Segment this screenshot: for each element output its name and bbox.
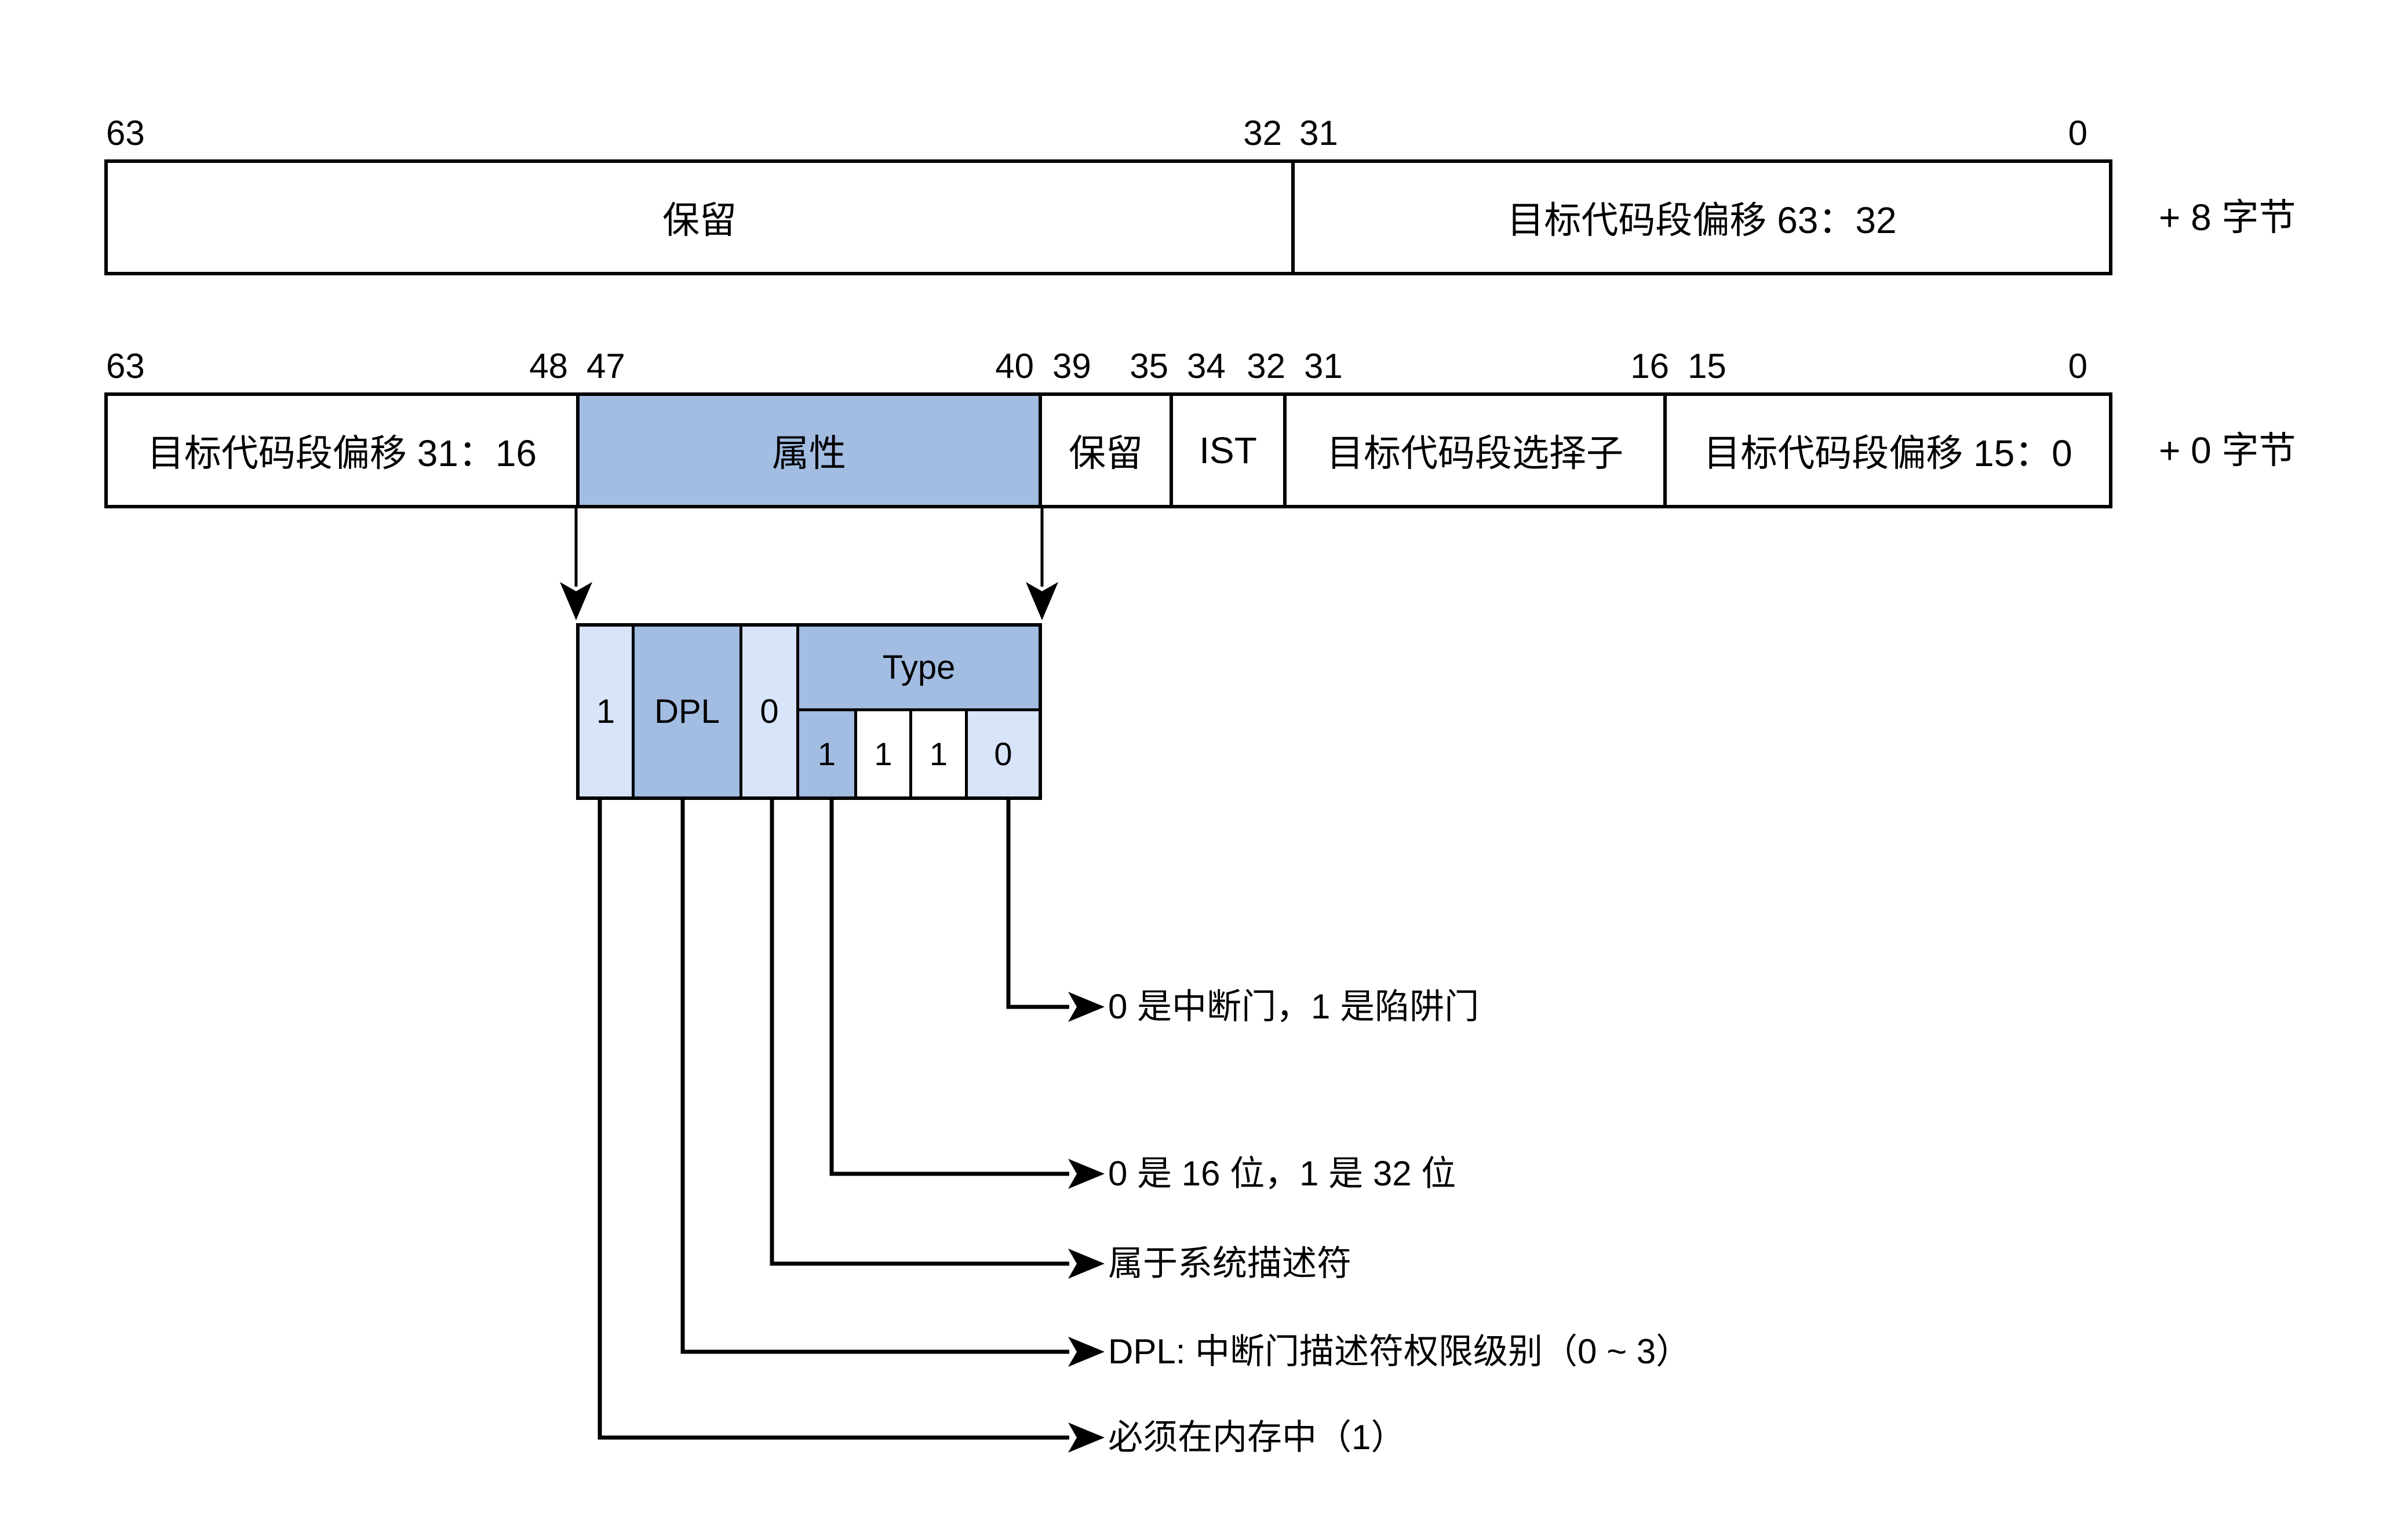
type-bit-2: 1: [854, 711, 909, 796]
down-arrow-icon: [560, 582, 592, 620]
type-field-header: Type: [799, 627, 1039, 711]
annotation-gate-type: 0 是中断门，1 是陷阱门: [1108, 987, 1480, 1026]
bit-label-39: 39: [1052, 347, 1091, 385]
descriptor-low-qword-row: 目标代码段偏移 31：16 属性 保留 IST 目标代码段选择子 目标代码段偏移…: [104, 392, 2112, 508]
bit-label-34: 34: [1187, 347, 1226, 385]
bit-label-35: 35: [1130, 347, 1168, 385]
cell-reserved-high: 保留: [662, 199, 737, 241]
annotation-present-bit: 必须在内存中（1）: [1108, 1418, 1406, 1457]
cell-ist: IST: [1170, 396, 1283, 505]
cell-segment-selector: 目标代码段选择子: [1283, 396, 1663, 505]
bit-label-16: 16: [1630, 347, 1669, 385]
bit-label-47: 47: [586, 347, 625, 385]
bit-label-0: 0: [2068, 114, 2088, 152]
down-arrow-icon: [1026, 582, 1058, 620]
type-bit-0: 0: [965, 711, 1039, 796]
bit-label-32: 32: [1247, 347, 1285, 385]
type-bit-1: 1: [909, 711, 965, 796]
right-arrow-icon: [1068, 1159, 1105, 1189]
bit-label-31: 31: [1299, 114, 1338, 152]
bit-label-63: 63: [106, 347, 145, 385]
descriptor-high-qword-row: 保留 目标代码段偏移 63：32: [104, 159, 2112, 275]
annotation-line-system-bit: [770, 799, 1069, 1266]
annotation-line-present-bit: [598, 799, 1069, 1440]
right-arrow-icon: [1068, 1337, 1105, 1367]
dpl-cell: DPL: [632, 627, 739, 796]
right-arrow-icon: [1068, 1422, 1105, 1453]
annotation-width-bit: 0 是 16 位，1 是 32 位: [1108, 1154, 1456, 1193]
right-arrow-icon: [1068, 992, 1105, 1022]
right-arrow-icon: [1068, 1249, 1105, 1279]
type-field-group: Type 1 1 1 0: [796, 627, 1039, 796]
annotation-line-width-bit: [829, 799, 1069, 1176]
bit-label-15: 15: [1688, 347, 1726, 385]
bit-label-32: 32: [1243, 114, 1282, 152]
annotation-line-dpl: [680, 799, 1069, 1354]
annotation-line-gate-type: [1006, 799, 1069, 1009]
annotation-dpl: DPL: 中断门描述符权限级别（0 ~ 3）: [1108, 1332, 1691, 1371]
bit-label-0: 0: [2068, 347, 2088, 385]
bit-label-63: 63: [106, 114, 145, 152]
byte-offset-label-plus8: + 8 字节: [2159, 197, 2296, 238]
byte-offset-label-plus0: + 0 字节: [2159, 430, 2296, 471]
type-bit-3: 1: [799, 711, 854, 796]
bit-label-48: 48: [529, 347, 568, 385]
cell-offset-31-16: 目标代码段偏移 31：16: [147, 432, 537, 474]
cell-attributes: 属性: [576, 396, 1039, 505]
cell-reserved-low: 保留: [1039, 396, 1170, 505]
cell-offset-15-0: 目标代码段偏移 15：0: [1663, 396, 2109, 505]
bit-label-40: 40: [995, 347, 1034, 385]
type-bits-row: 1 1 1 0: [799, 711, 1039, 796]
annotation-system-bit: 属于系统描述符: [1108, 1244, 1351, 1283]
present-bit-cell: 1: [580, 627, 632, 796]
system-bit-cell: 0: [739, 627, 796, 796]
attribute-byte-detail-box: 1 DPL 0 Type 1 1 1 0: [576, 623, 1042, 800]
cell-offset-63-32: 目标代码段偏移 63：32: [1291, 163, 2109, 272]
bit-label-31: 31: [1304, 347, 1343, 385]
